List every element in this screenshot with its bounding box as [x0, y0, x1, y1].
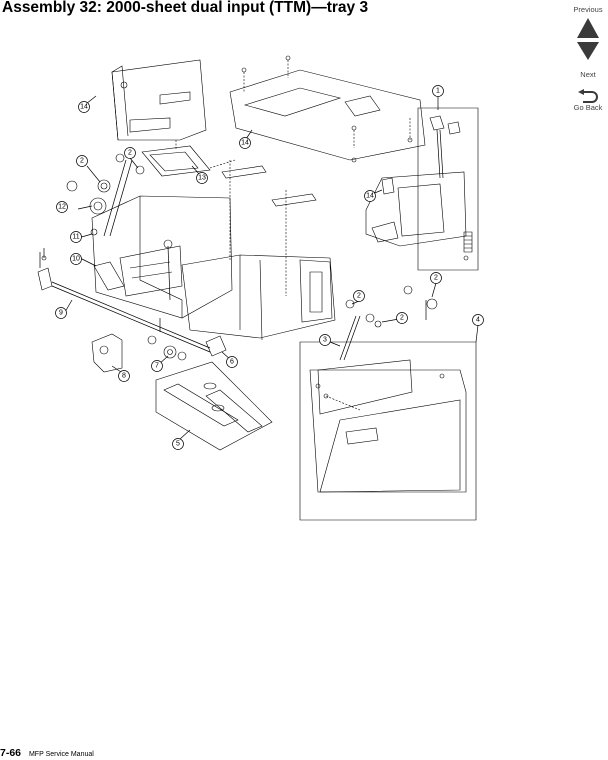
svg-text:14: 14 [241, 140, 249, 147]
callout-14c: 14 [364, 190, 376, 202]
callout-2d: 2 [353, 290, 365, 302]
bracket-13 [141, 140, 236, 177]
page-footer: 7-66 MFP Service Manual [0, 747, 94, 759]
manual-title: MFP Service Manual [28, 751, 94, 758]
callout-8: 8 [118, 370, 130, 382]
callout-6: 6 [226, 356, 238, 368]
go-back-label: Go Back [573, 103, 603, 112]
svg-text:2: 2 [400, 315, 404, 322]
callout-7: 7 [151, 360, 163, 372]
svg-text:13: 13 [198, 175, 206, 182]
latch-6 [205, 335, 227, 357]
roller-7 [147, 318, 187, 361]
svg-text:8: 8 [122, 373, 126, 380]
callout-14a: 14 [78, 101, 90, 113]
callout-9: 9 [55, 307, 67, 319]
strip-middle [271, 193, 317, 207]
page-title: Assembly 32: 2000-sheet dual input (TTM)… [2, 0, 369, 16]
svg-text:9: 9 [59, 310, 63, 317]
svg-text:2: 2 [357, 293, 361, 300]
front-cover-4 [299, 341, 477, 521]
shaft-9 [37, 248, 211, 353]
bracket-8-hole [99, 345, 109, 355]
callout-4: 4 [472, 314, 484, 326]
previous-label: Previous [573, 5, 603, 14]
svg-text:12: 12 [58, 204, 66, 211]
leader-lines [64, 95, 479, 440]
svg-text:7: 7 [155, 363, 159, 370]
go-back-button[interactable]: Go Back [568, 89, 608, 112]
guide-assembly-5 [155, 361, 273, 451]
next-button[interactable]: Next [568, 70, 608, 79]
right-bracket [365, 171, 467, 247]
svg-text:6: 6 [230, 359, 234, 366]
svg-text:2: 2 [80, 158, 84, 165]
go-back-icon [578, 89, 598, 103]
callout-2e: 2 [396, 312, 408, 324]
previous-button[interactable]: Previous [568, 5, 608, 62]
rod-assembly-1 [417, 107, 479, 271]
svg-text:3: 3 [323, 337, 327, 344]
strip-upper [221, 165, 267, 179]
svg-text:2: 2 [434, 275, 438, 282]
callout-2c: 2 [430, 272, 442, 284]
previous-arrow-icon [577, 18, 599, 60]
callout-14b: 14 [239, 137, 251, 149]
callout-3: 3 [319, 334, 331, 346]
page-number: 7-66 [0, 747, 22, 759]
svg-text:4: 4 [476, 317, 480, 324]
svg-text:10: 10 [72, 256, 80, 263]
callout-11: 11 [70, 231, 82, 243]
callout-2a: 2 [76, 155, 88, 167]
svg-text:14: 14 [80, 104, 88, 111]
callout-2b: 2 [124, 147, 136, 159]
callout-13: 13 [196, 172, 208, 184]
callout-5: 5 [172, 438, 184, 450]
callout-10: 10 [70, 253, 82, 265]
main-frame [91, 195, 336, 341]
svg-text:1: 1 [436, 88, 440, 95]
next-label: Next [580, 70, 596, 79]
svg-text:14: 14 [366, 193, 374, 200]
upper-left-bracket [111, 59, 207, 141]
right-small-parts [339, 285, 438, 361]
svg-text:11: 11 [72, 234, 79, 241]
gear-stack-left [66, 153, 145, 237]
bracket-8 [91, 333, 123, 373]
clip-10 [93, 261, 125, 291]
svg-text:5: 5 [176, 441, 180, 448]
callout-1: 1 [432, 85, 444, 97]
callout-12: 12 [56, 201, 68, 213]
svg-text:2: 2 [128, 150, 132, 157]
top-plate [229, 55, 426, 163]
